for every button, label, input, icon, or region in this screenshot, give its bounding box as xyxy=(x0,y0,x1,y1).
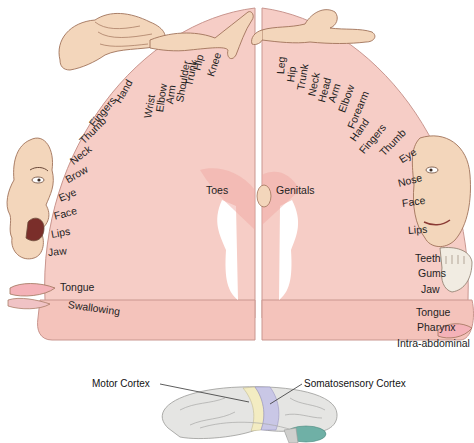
finger-lines xyxy=(95,22,152,46)
ventricle xyxy=(279,200,298,300)
throat-figure xyxy=(8,298,50,308)
ventricle xyxy=(217,200,238,300)
body-part-label: Pharynx xyxy=(417,320,456,334)
body-part-label: Intra-abdominal xyxy=(397,336,470,350)
body-part-label: Teeth xyxy=(415,251,441,265)
tongue-figure xyxy=(10,284,55,297)
pupil xyxy=(37,178,40,181)
teeth-lines xyxy=(446,255,464,264)
eye xyxy=(426,167,438,173)
region-label: Motor Cortex xyxy=(92,377,150,391)
brow xyxy=(30,167,48,171)
hand-figure xyxy=(59,13,165,70)
genitals-figure xyxy=(257,185,271,207)
leader-line xyxy=(270,384,302,404)
gyri-lines xyxy=(180,398,325,430)
region-label: Somatosensory Cortex xyxy=(304,377,406,391)
body-part-label: Tongue xyxy=(60,280,94,294)
pupil xyxy=(429,168,432,171)
body-part-label: Tongue xyxy=(416,305,450,319)
body-part-label: Jaw xyxy=(421,282,440,296)
mouth xyxy=(26,218,44,241)
brainstem xyxy=(284,428,298,443)
red-tint xyxy=(200,168,255,230)
motor-cortex-section xyxy=(45,8,255,318)
body-part-label: Jaw xyxy=(47,243,67,259)
body-part-label: Lips xyxy=(408,222,428,237)
leader-line xyxy=(160,384,249,402)
corpus-callosum xyxy=(262,300,474,340)
face-figure xyxy=(7,138,53,259)
mouth xyxy=(424,220,450,225)
body-part-label: Toes xyxy=(206,183,228,197)
body-part-label: Gums xyxy=(418,266,446,280)
body-part-label: Genitals xyxy=(276,183,315,197)
body-figure xyxy=(262,10,375,44)
arm-leg-figure xyxy=(150,12,253,59)
eye xyxy=(32,177,44,183)
sensory-cortex-strip xyxy=(255,387,279,430)
leg-figure xyxy=(252,30,262,45)
